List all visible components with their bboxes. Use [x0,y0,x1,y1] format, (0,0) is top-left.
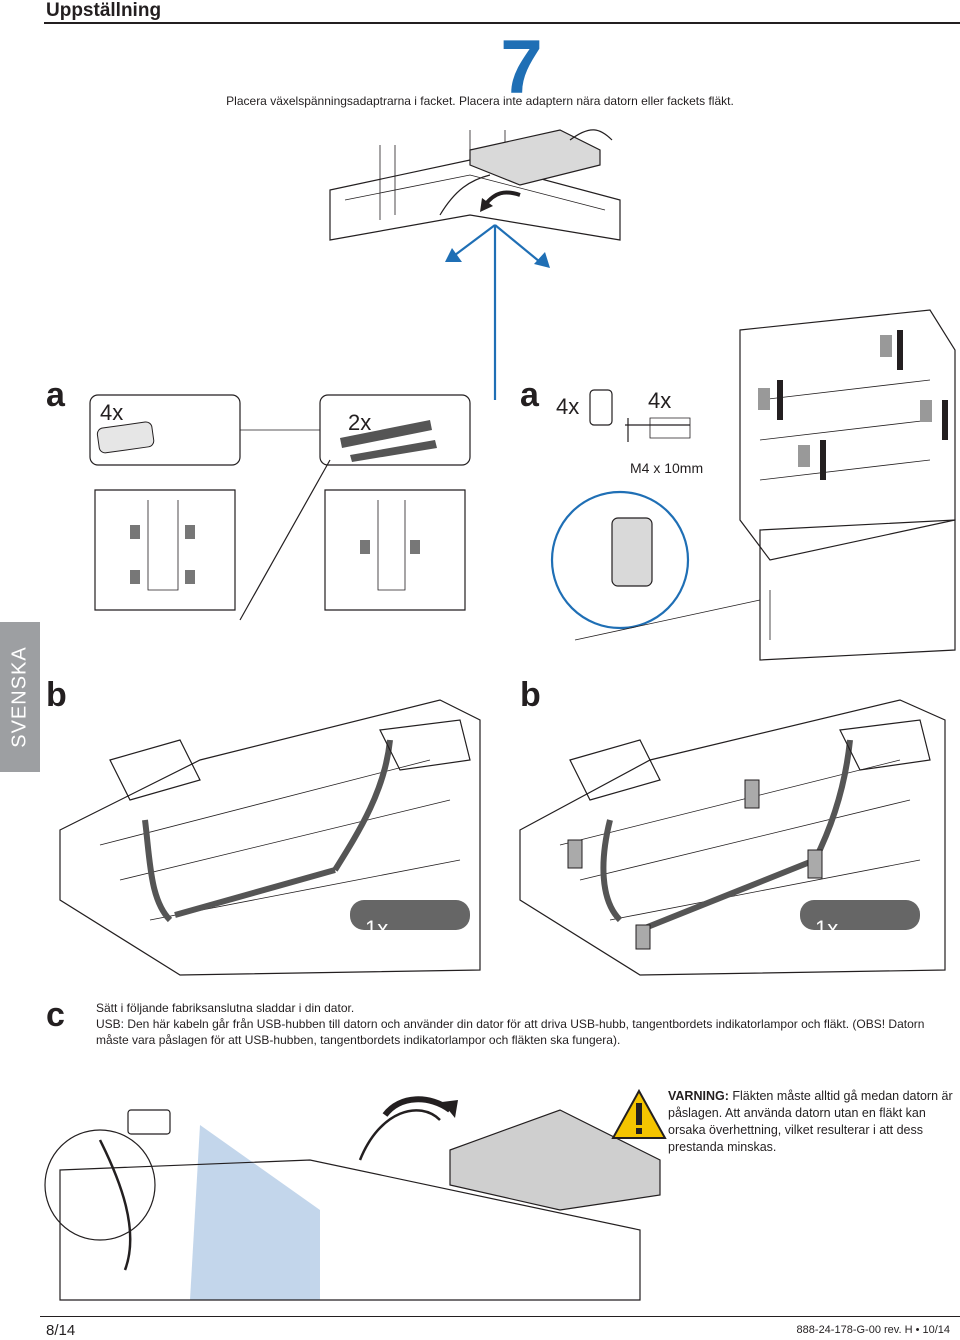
usb-drawer-illustration [44,1096,661,1301]
velcro-quantity: 2x [348,410,372,435]
section-c-text: Sätt i följande fabriksanslutna sladdar … [96,1000,946,1048]
header-divider [44,22,960,24]
step-instruction: Placera växelspänningsadaptrarna i facke… [226,94,734,108]
section-a-right-letter: a [520,376,539,414]
language-label: SVENSKA [8,646,31,748]
section-b-left-letter: b [46,676,67,714]
section-a-left-letter: a [46,376,65,414]
page-number: 8/14 [46,1322,76,1339]
section-b-right-letter: b [520,676,541,714]
feet-screws-illustration [550,309,956,661]
warning-label: VARNING: [668,1089,729,1103]
warning-body: Fläkten måste alltid gå medan datorn är … [668,1089,953,1154]
screw-spec: M4 x 10mm [630,460,704,476]
language-tab: SVENSKA [0,622,40,772]
warning-icon [611,1088,667,1139]
section-c-line2: USB: Den här kabeln går från USB-hubben … [96,1017,925,1047]
warning-text: VARNING: Fläkten måste alltid gå medan d… [668,1088,954,1156]
step-number: 7 [500,25,542,110]
screws-quantity: 4x [648,388,672,413]
footer-divider [40,1316,960,1317]
document-code: 888-24-178-G-00 rev. H • 10/14 [796,1324,950,1336]
page-title: Uppställning [46,0,162,21]
pads-illustration [89,394,471,621]
strap-left-quantity: 1x [365,916,389,941]
feet-quantity: 4x [556,394,580,419]
section-c-letter: c [46,996,65,1034]
strap-right-quantity: 1x [815,916,839,941]
strap-left-illustration [59,699,481,976]
drawer-adapter-illustration [329,129,621,241]
section-c-line1: Sätt i följande fabriksanslutna sladdar … [96,1001,355,1015]
split-arrow [445,224,550,400]
strap-right-illustration [519,699,946,976]
pads-quantity: 4x [100,400,124,425]
